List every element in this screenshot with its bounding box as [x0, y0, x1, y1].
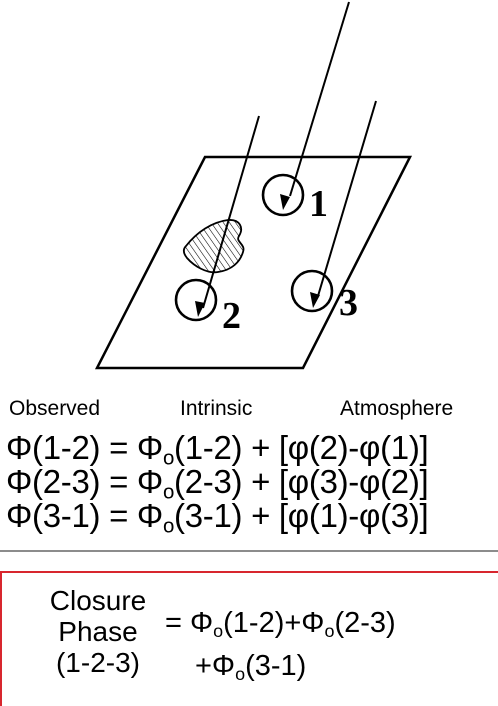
telescope-3-circle [290, 269, 334, 313]
ray-to-telescope-2 [202, 115, 260, 309]
arrowhead-1-icon [280, 194, 290, 210]
arrowhead-2-icon [195, 301, 205, 317]
telescope-3-label: 3 [339, 282, 358, 324]
closure-label-line2: Phase [58, 616, 138, 647]
telescope-1-circle [261, 173, 305, 217]
ray-to-telescope-3 [317, 100, 377, 297]
equation-3-1: Φ(3-1) = Φo(3-1) + [φ(1)-φ(3)] [6, 497, 429, 538]
ray-to-telescope-1 [289, 1, 350, 197]
equation-2-3: Φ(2-3) = Φo(2-3) + [φ(3)-φ(2)] [6, 463, 429, 504]
closure-phase-sum-line1: = Φo(1-2)+Φo(2-3) [165, 607, 396, 642]
header-observed: Observed [9, 397, 101, 420]
divider-line [0, 550, 498, 552]
closure-box-left-border [0, 571, 2, 706]
closure-box-top-border [0, 571, 498, 573]
telescope-1-label: 1 [309, 183, 328, 225]
closure-label-line1: Closure [49, 585, 147, 616]
closure-phase-sum-line2: +Φo(3-1) [195, 650, 307, 685]
closure-label-line3: (1-2-3) [55, 647, 140, 678]
telescope-2-circle [174, 278, 218, 322]
ground-plane [94, 155, 413, 370]
telescope-array-diagram: 1 2 3 [94, 1, 413, 370]
telescope-2-label: 2 [222, 295, 241, 337]
header-atmosphere: Atmosphere [340, 397, 454, 420]
closure-phase-label: Closure Phase (1-2-3) [38, 585, 158, 678]
arrowhead-3-icon [310, 292, 320, 308]
header-intrinsic: Intrinsic [180, 397, 253, 420]
equation-1-2: Φ(1-2) = Φo(1-2) + [φ(2)-φ(1)] [6, 429, 429, 470]
atmospheric-cell [182, 219, 245, 274]
